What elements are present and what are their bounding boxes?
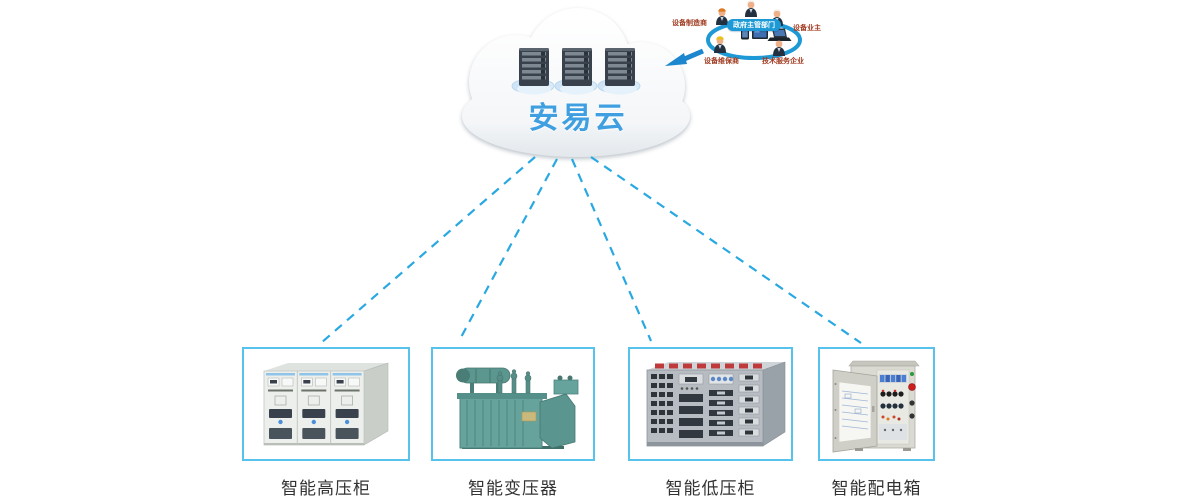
distribution-box-icon	[832, 360, 920, 453]
connection-line-transformer	[458, 158, 558, 342]
transformer-body	[457, 393, 547, 449]
transformer-icon	[456, 367, 579, 449]
controls-strip	[907, 372, 916, 419]
person-manufacturer-icon	[716, 8, 728, 25]
server-icon	[562, 48, 592, 86]
connection-line-distribution	[590, 156, 862, 344]
col2	[678, 373, 703, 438]
label-tech-service: 技术服务企业	[762, 57, 804, 65]
label-government: 政府主管部门	[727, 19, 781, 31]
device-card-low-voltage	[628, 347, 793, 461]
label-maintenance: 设备维保商	[704, 57, 739, 65]
device-card-distribution	[818, 347, 935, 461]
cloud-title: 安易云	[528, 101, 628, 136]
interior-panel	[876, 369, 909, 445]
high-voltage-cabinet-icon	[263, 362, 389, 446]
label-owner: 设备业主	[793, 24, 821, 32]
server-icon	[605, 48, 635, 86]
server-icon	[519, 48, 549, 86]
bushings	[496, 369, 532, 394]
device-label-low-voltage: 智能低压柜	[665, 479, 756, 499]
label-manufacturer: 设备制造商	[672, 19, 707, 27]
low-voltage-cabinet-icon	[646, 361, 785, 447]
person-government-icon	[745, 0, 757, 17]
device-label-distribution: 智能配电箱	[831, 479, 922, 499]
connection-line-high-voltage	[320, 156, 536, 344]
device-card-high-voltage	[242, 347, 410, 461]
cloud-server-icons	[511, 48, 641, 95]
person-tech-service-icon	[773, 39, 785, 56]
person-maintenance-icon	[714, 36, 726, 53]
col3	[708, 373, 733, 436]
device-label-transformer: 智能变压器	[468, 479, 558, 499]
open-door	[832, 369, 877, 453]
device-label-high-voltage: 智能高压柜	[281, 479, 371, 499]
connection-line-low-voltage	[570, 158, 653, 342]
col4	[738, 373, 759, 437]
connection-lines	[320, 156, 862, 344]
arrow-to-cloud-icon	[665, 48, 704, 66]
device-card-transformer	[431, 347, 595, 461]
tap-changer	[539, 375, 579, 449]
laptop-icon	[767, 28, 792, 41]
